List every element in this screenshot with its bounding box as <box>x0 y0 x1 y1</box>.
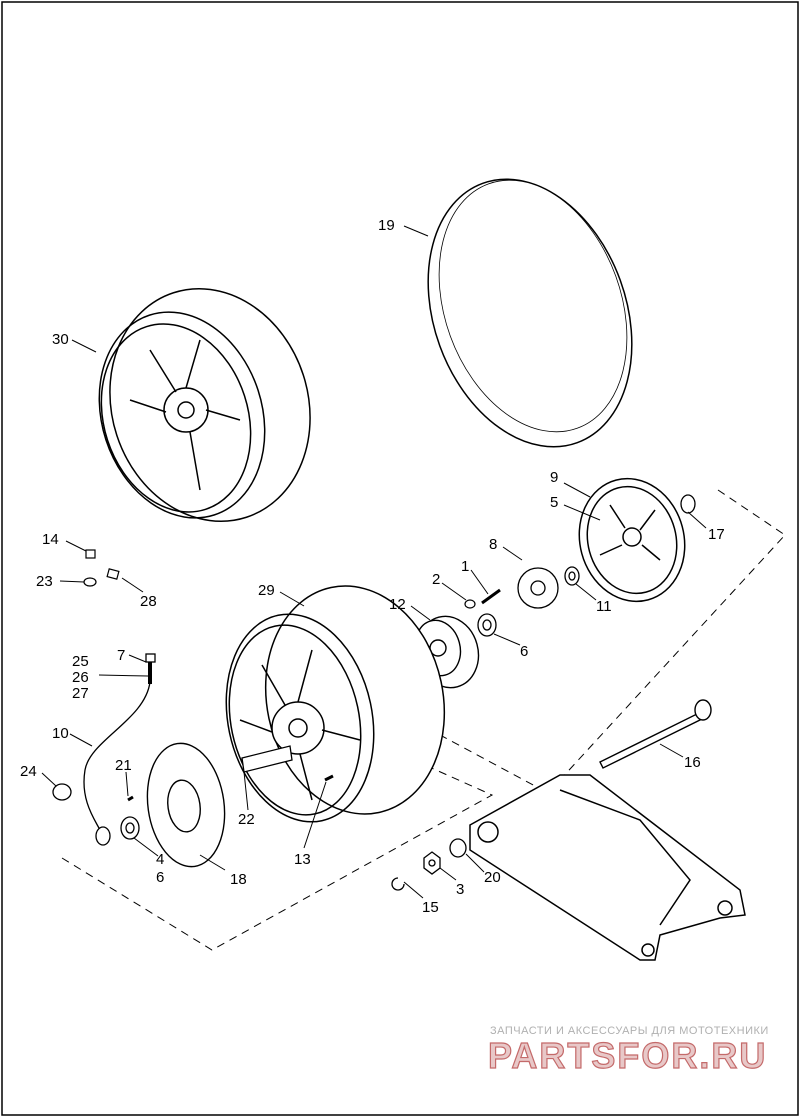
callout-20: 20 <box>484 869 501 886</box>
cap-24 <box>52 783 72 801</box>
callout-8: 8 <box>489 536 497 553</box>
callout-11: 11 <box>596 598 612 615</box>
wheel-speed-sensor-10 <box>83 653 156 846</box>
callout-4: 4 <box>156 851 164 868</box>
bolt-1 <box>481 588 501 605</box>
rear-tire <box>427 178 633 448</box>
callout-6-upper: 6 <box>520 643 528 660</box>
callout-19: 19 <box>378 217 395 234</box>
callouts: 19 30 9 5 17 8 1 2 11 12 6 29 14 23 28 7… <box>20 217 725 916</box>
callout-3: 3 <box>456 881 464 898</box>
part-23 <box>83 577 97 587</box>
rear-pulley <box>578 477 686 603</box>
callout-7: 7 <box>117 647 125 664</box>
bolt-13 <box>324 774 334 782</box>
part-28 <box>106 568 120 580</box>
callout-14: 14 <box>42 531 59 548</box>
bolt-21 <box>127 795 134 802</box>
watermark-tagline: ЗАПЧАСТИ И АКСЕССУАРЫ ДЛЯ МОТОТЕХНИКИ <box>490 1025 769 1037</box>
assembly-boundary-upper <box>439 489 786 794</box>
callout-30: 30 <box>52 331 69 348</box>
callout-10: 10 <box>52 725 69 742</box>
rear-wheel-29 <box>225 585 446 823</box>
callout-18: 18 <box>230 871 247 888</box>
part-14 <box>85 549 96 559</box>
rear-wheel-assembled <box>98 288 311 522</box>
callout-27: 27 <box>72 685 89 702</box>
callout-12: 12 <box>389 596 406 613</box>
swingarm-20 <box>469 774 746 961</box>
callout-15: 15 <box>422 899 439 916</box>
callout-1: 1 <box>461 558 469 575</box>
spacer-17 <box>680 494 696 514</box>
clip-15 <box>391 877 405 891</box>
watermark: ЗАПЧАСТИ И АКСЕССУАРЫ ДЛЯ МОТОТЕХНИКИ PA… <box>487 1025 769 1077</box>
callout-16: 16 <box>684 754 701 771</box>
callout-5: 5 <box>550 494 558 511</box>
callout-6-lower: 6 <box>156 869 164 886</box>
callout-13: 13 <box>294 851 311 868</box>
callout-28: 28 <box>140 593 157 610</box>
bearing-4-lower <box>120 816 140 840</box>
nut-3 <box>423 851 441 875</box>
callout-21: 21 <box>115 757 132 774</box>
callout-17: 17 <box>708 526 725 543</box>
callout-26: 26 <box>72 669 89 686</box>
callout-29: 29 <box>258 582 275 599</box>
washer-2 <box>464 599 476 609</box>
isolator-8 <box>517 567 559 609</box>
axle-22 <box>241 745 293 773</box>
leader-lines <box>41 225 707 899</box>
callout-2: 2 <box>432 571 440 588</box>
callout-22: 22 <box>238 811 255 828</box>
brake-disc-18 <box>146 742 226 868</box>
bearing-6-upper <box>477 613 497 637</box>
axle-16 <box>599 699 712 769</box>
watermark-logo: PARTSFOR.RU <box>488 1035 767 1076</box>
callout-23: 23 <box>36 573 53 590</box>
callout-9: 9 <box>550 469 558 486</box>
spacer-20 <box>449 838 467 858</box>
callout-25: 25 <box>72 653 89 670</box>
callout-24: 24 <box>20 763 37 780</box>
assembly-boundary-lower <box>61 744 494 951</box>
bearing-11 <box>564 566 580 586</box>
